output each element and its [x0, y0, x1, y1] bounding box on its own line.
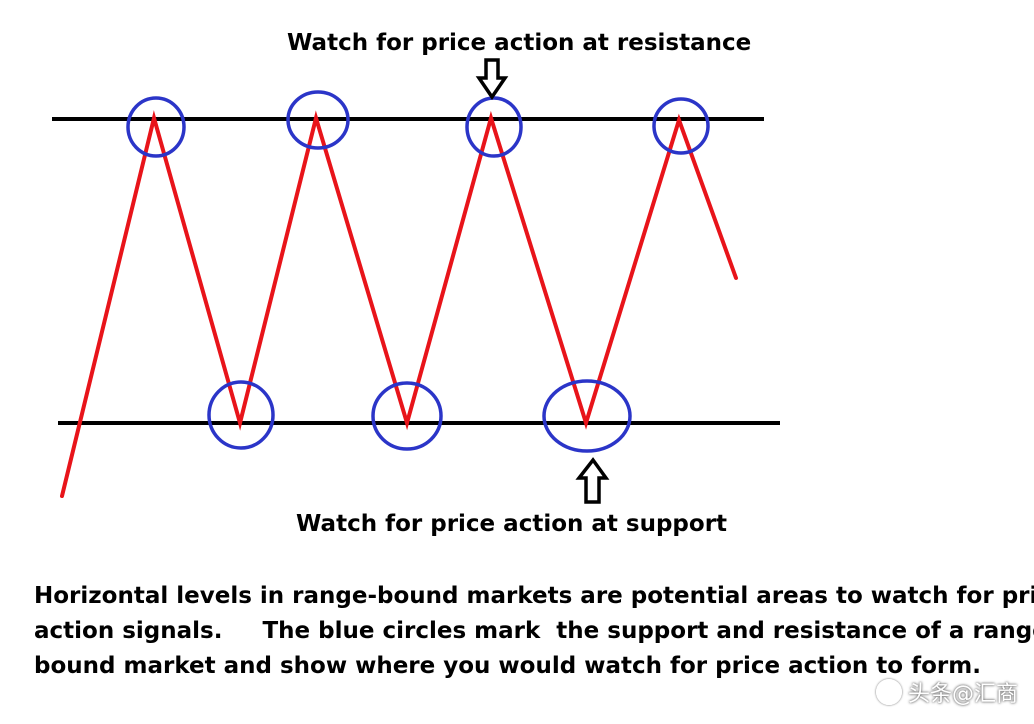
support-label: Watch for price action at support: [296, 511, 728, 537]
watermark-text: 头条@汇商: [907, 682, 1018, 707]
watermark: 头条@汇商: [875, 676, 1018, 708]
price-path: [60, 110, 738, 498]
support-circle: [207, 380, 275, 450]
resistance-circle: [126, 96, 186, 158]
watermark-logo-icon: [875, 679, 902, 705]
support-circle: [371, 381, 443, 451]
support-circle: [542, 379, 632, 453]
resistance-circle: [465, 96, 523, 158]
caption: Horizontal levels in range-bound markets…: [34, 579, 1034, 684]
caption-line: bound market and show where you would wa…: [34, 653, 981, 679]
caption-line: action signals. The blue circles mark th…: [34, 618, 1034, 644]
resistance-circle: [652, 97, 710, 155]
arrow-up-icon: [575, 457, 610, 504]
caption-line: Horizontal levels in range-bound markets…: [34, 583, 1034, 609]
resistance-circle: [286, 90, 350, 150]
arrow-down-icon: [475, 58, 509, 101]
resistance-label: Watch for price action at resistance: [287, 30, 752, 56]
